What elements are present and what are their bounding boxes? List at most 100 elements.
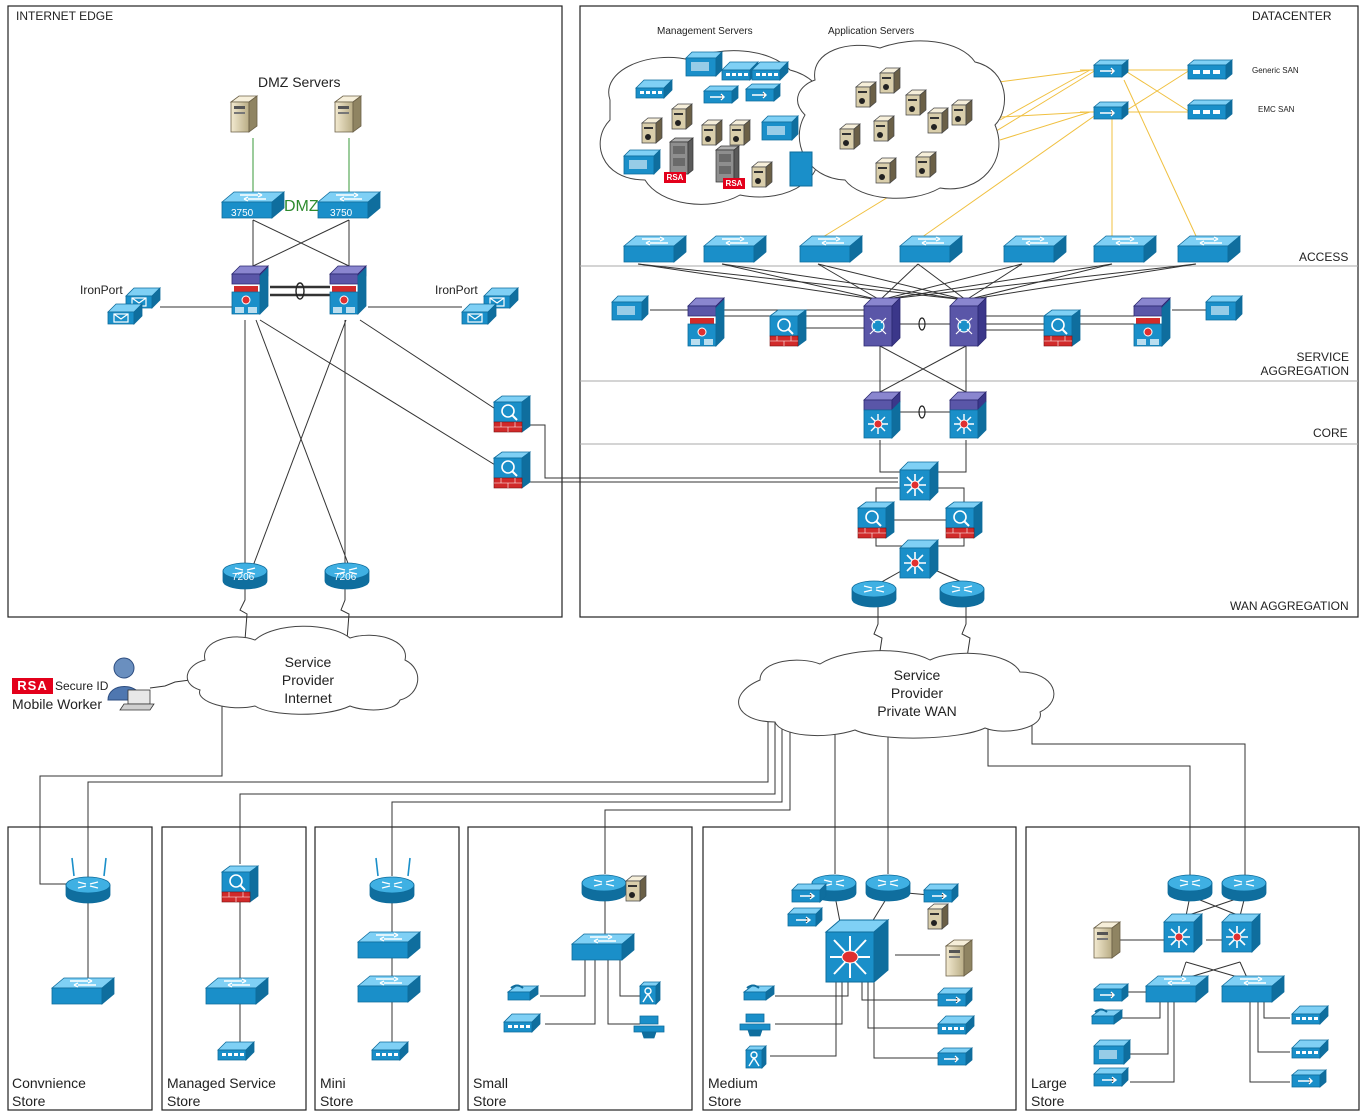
app-server-2 — [879, 67, 901, 94]
wan-switch-bottom — [899, 539, 939, 579]
service-appliance-right — [1205, 295, 1243, 321]
service-appliance-left — [611, 295, 649, 321]
app-server-8 — [875, 157, 897, 184]
switch-model-left: 3750 — [231, 208, 254, 219]
medium-server — [945, 939, 973, 977]
access-switch-3 — [799, 235, 863, 263]
wan-cloud-line-3: Private WAN — [877, 703, 957, 719]
mobile-worker-label: Mobile Worker — [12, 696, 102, 712]
aggregation-switch-left — [863, 297, 901, 347]
medium-appliance-2 — [787, 907, 823, 927]
internet-edge-title: INTERNET EDGE — [16, 9, 114, 23]
small-switch — [571, 933, 635, 961]
internet-cloud-line-3: Internet — [284, 690, 332, 706]
store-label-convenience-2: Store — [12, 1093, 46, 1109]
mds-san-switch-top — [1093, 59, 1129, 78]
access-layer-title: ACCESS — [1299, 250, 1349, 264]
management-servers-label: Management Servers — [657, 26, 753, 37]
large-access-switch-right — [1221, 975, 1285, 1003]
rsa-server-2 — [715, 145, 740, 183]
medium-appliance-4 — [927, 903, 949, 930]
large-core-switch-left — [1163, 913, 1203, 953]
etherchannel-marker — [295, 282, 305, 300]
medium-core-switch — [824, 918, 890, 984]
mgmt-appliance-3 — [745, 83, 781, 102]
medium-ip-phone — [743, 984, 775, 1001]
switch-model-right: 3750 — [330, 208, 353, 219]
dmz-servers-label: DMZ Servers — [258, 74, 341, 90]
mgmt-device-stack — [789, 151, 813, 187]
medium-router-right — [865, 874, 911, 902]
mds-san-switch-bottom — [1093, 101, 1129, 120]
medium-pos-terminal — [739, 1013, 771, 1037]
emc-san-label: EMC SAN — [1258, 105, 1295, 114]
mini-router — [369, 876, 415, 904]
ironport-label-left: IronPort — [80, 283, 123, 297]
large-appliance — [1093, 983, 1129, 1002]
generic-san-label: Generic SAN — [1252, 66, 1299, 75]
convenience-router — [65, 876, 111, 904]
rsa-server-1 — [669, 137, 694, 175]
service-firewall-right — [1043, 309, 1081, 347]
aggregation-channel-marker — [918, 317, 926, 331]
mgmt-server-5 — [751, 161, 773, 188]
medium-appliance-1 — [791, 883, 827, 903]
store-frame-managed — [161, 826, 307, 1111]
service-chassis-left — [687, 297, 725, 347]
store-label-managed-1: Managed Service — [167, 1075, 276, 1091]
access-switch-4 — [899, 235, 963, 263]
store-label-convenience-1: Convnience — [12, 1075, 86, 1091]
medium-wlc — [937, 1015, 975, 1035]
dmz-server-right — [334, 95, 362, 133]
aggregation-switch-right — [949, 297, 987, 347]
wan-cloud — [738, 650, 1055, 739]
app-server-3 — [905, 89, 927, 116]
app-server-7 — [873, 115, 895, 142]
ironport-appliance-right-bottom — [461, 303, 497, 325]
router-model-left: 7206 — [232, 572, 255, 583]
large-content-engine — [1093, 1039, 1131, 1065]
managed-firewall — [221, 865, 259, 903]
access-switch-5 — [1003, 235, 1067, 263]
wan-cloud-line-1: Service — [893, 667, 941, 683]
wan-router-left — [851, 580, 897, 608]
datacenter-title: DATACENTER — [1252, 9, 1332, 23]
generic-san-array — [1187, 59, 1233, 80]
mini-switch-1 — [357, 931, 421, 959]
app-server-5 — [951, 99, 973, 126]
managed-wlc — [217, 1041, 255, 1061]
managed-switch — [205, 977, 269, 1005]
small-pos-terminal — [633, 1015, 665, 1039]
medium-appliance-3 — [923, 883, 959, 903]
access-switch-2 — [703, 235, 767, 263]
mgmt-server-4 — [729, 119, 751, 146]
large-router-right — [1221, 874, 1267, 902]
internet-cloud-line-1: Service — [284, 654, 332, 670]
large-wireless-ap — [1093, 1067, 1129, 1087]
mobile-worker-icon — [107, 657, 155, 711]
secure-id-label: Secure ID — [55, 679, 109, 693]
store-label-small-2: Store — [473, 1093, 507, 1109]
store-frame-convenience — [7, 826, 153, 1111]
mgmt-appliance-1 — [685, 51, 723, 77]
access-switch-1 — [623, 235, 687, 263]
store-frame-medium — [702, 826, 1017, 1111]
large-core-switch-right — [1221, 913, 1261, 953]
core-layer-title: CORE — [1313, 426, 1348, 440]
mgmt-appliance-5 — [623, 149, 661, 175]
medium-wireless-ap — [937, 987, 973, 1007]
wan-aggregation-title: WAN AGGREGATION — [1230, 599, 1349, 613]
wan-router-right — [939, 580, 985, 608]
small-ip-phone — [507, 984, 539, 1001]
rsa-logo: RSA — [12, 678, 53, 694]
mgmt-nae-module — [635, 79, 673, 99]
rsa-badge-2: RSA — [723, 178, 745, 189]
mini-wlc — [371, 1041, 409, 1061]
wan-switch-top — [899, 461, 939, 501]
mgmt-server-1 — [641, 117, 663, 144]
wan-firewall-right — [945, 501, 983, 539]
store-frame-mini — [314, 826, 460, 1111]
mgmt-server-2 — [671, 103, 693, 130]
asa-firewall-top — [493, 395, 531, 433]
